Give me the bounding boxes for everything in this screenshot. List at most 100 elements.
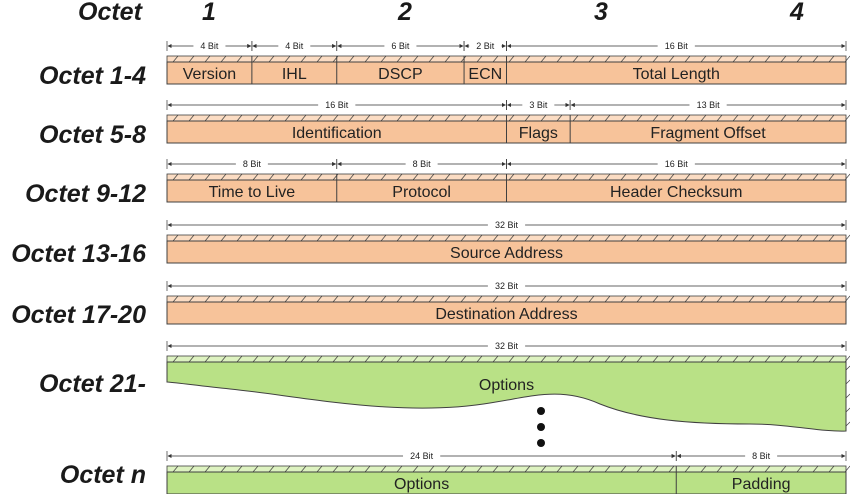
hatch-mark [188, 173, 195, 181]
hatch-mark [268, 465, 275, 473]
hatch-mark [284, 173, 291, 181]
hatch-mark [316, 234, 323, 242]
field-name: Source Address [450, 245, 563, 262]
hatch-mark [780, 465, 787, 473]
hatch-mark [652, 114, 659, 122]
hatch-mark [572, 234, 579, 242]
field-name: Padding [732, 476, 791, 493]
hatch-mark [540, 355, 547, 363]
hatch-mark [412, 114, 419, 122]
hatch-mark [188, 355, 195, 363]
hatch-mark [845, 365, 850, 371]
hatch-mark [300, 465, 307, 473]
hatch-mark [780, 355, 787, 363]
field-name: Version [183, 66, 236, 83]
hatch-mark [444, 114, 451, 122]
continuation-dot [537, 407, 545, 415]
hatch-mark [764, 55, 771, 63]
field-name: Header Checksum [610, 184, 743, 201]
bit-width-label: 2 Bit [476, 41, 495, 51]
hatch-mark [572, 55, 579, 63]
hatch-mark [172, 295, 179, 303]
hatch-mark [684, 173, 691, 181]
column-header-4: 4 [789, 0, 804, 26]
hatch-mark [845, 379, 850, 385]
hatch-mark [732, 465, 739, 473]
hatch-mark [492, 55, 499, 63]
hatch-mark [812, 295, 819, 303]
hatch-mark [620, 114, 627, 122]
hatch-mark [780, 295, 787, 303]
hatch-mark [236, 355, 243, 363]
hatch-mark [540, 234, 547, 242]
hatch-mark [220, 55, 227, 63]
field-bar [166, 240, 847, 264]
hatch-mark [812, 234, 819, 242]
hatch-mark [620, 234, 627, 242]
hatch-mark [556, 55, 563, 63]
hatch-mark [748, 465, 755, 473]
hatch-mark [652, 295, 659, 303]
hatch-mark [748, 55, 755, 63]
hatch-mark [300, 114, 307, 122]
hatch-mark [572, 114, 579, 122]
hatch-mark [380, 173, 387, 181]
hatch-mark [172, 465, 179, 473]
hatch-mark [252, 355, 259, 363]
field-name: ECN [468, 66, 502, 83]
hatch-mark [412, 173, 419, 181]
hatch-mark [412, 465, 419, 473]
hatch-mark [556, 355, 563, 363]
hatch-mark [236, 465, 243, 473]
hatch-mark [204, 465, 211, 473]
hatch-mark [364, 114, 371, 122]
hatch-mark [252, 295, 259, 303]
hatch-mark [492, 295, 499, 303]
hatch-mark [348, 355, 355, 363]
hatch-mark [220, 355, 227, 363]
bit-width-label: 8 Bit [243, 159, 262, 169]
hatch-mark [204, 173, 211, 181]
hatch-mark [524, 114, 531, 122]
hatch-mark [812, 55, 819, 63]
field-name: Time to Live [209, 184, 296, 201]
hatch-mark [348, 234, 355, 242]
hatch-mark [508, 173, 515, 181]
hatch-mark [844, 465, 850, 473]
hatch-mark [508, 114, 515, 122]
bit-width-label: 13 Bit [697, 100, 721, 110]
hatch-mark [844, 173, 850, 181]
hatch-mark [396, 295, 403, 303]
hatch-mark [460, 465, 467, 473]
hatch-mark [476, 355, 483, 363]
hatch-mark [332, 234, 339, 242]
hatch-mark [428, 234, 435, 242]
hatch-mark [764, 355, 771, 363]
hatch-mark [236, 173, 243, 181]
hatch-mark [588, 173, 595, 181]
hatch-mark [540, 114, 547, 122]
hatch-mark [284, 234, 291, 242]
hatch-mark [764, 173, 771, 181]
hatch-mark [604, 234, 611, 242]
hatch-mark [460, 295, 467, 303]
hatch-mark [188, 234, 195, 242]
hatch-mark [844, 55, 850, 63]
hatch-mark [684, 355, 691, 363]
hatch-mark [588, 234, 595, 242]
hatch-mark [572, 465, 579, 473]
hatch-mark [396, 465, 403, 473]
hatch-mark [252, 114, 259, 122]
hatch-mark [796, 173, 803, 181]
row-label: Octet 5-8 [39, 121, 146, 149]
field-bar [166, 301, 847, 325]
hatch-mark [412, 355, 419, 363]
hatch-mark [364, 173, 371, 181]
hatch-mark [604, 295, 611, 303]
hatch-mark [284, 114, 291, 122]
hatch-mark [764, 114, 771, 122]
hatch-mark [300, 295, 307, 303]
hatch-mark [844, 355, 850, 363]
hatch-mark [828, 55, 835, 63]
